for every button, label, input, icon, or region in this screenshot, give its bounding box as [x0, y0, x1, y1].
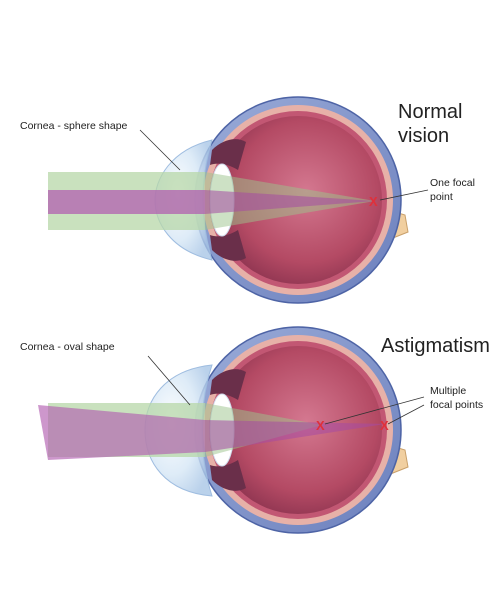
cornea-oval-label: Cornea - oval shape	[20, 341, 115, 353]
astig-light-beams	[38, 403, 385, 460]
beam-purple	[38, 405, 205, 460]
astig-focal-label-line1: Multiple	[430, 385, 466, 397]
cornea-sphere-leader	[139, 129, 181, 171]
normal-focal-leader	[379, 189, 429, 201]
cornea-sphere-label: Cornea - sphere shape	[20, 120, 128, 132]
normal-title-line2: vision	[398, 125, 449, 147]
astig-focal-label-line2: focal points	[430, 399, 483, 411]
beam-purple-converge	[205, 190, 375, 214]
ciliary-body-lower	[210, 460, 246, 491]
normal-title-line1: Normal	[398, 101, 462, 123]
astig-focal-leader-2	[387, 404, 425, 425]
ciliary-body-lower	[210, 230, 246, 261]
ciliary-body	[210, 139, 246, 170]
normal-focal-label-line1: One focal	[430, 177, 475, 189]
beam-purple-converge	[205, 420, 385, 452]
astig-focal-marker-2: X	[380, 418, 389, 433]
normal-light-beams	[48, 172, 375, 230]
astig-focal-leader-1	[324, 396, 425, 425]
ciliary-body	[210, 369, 246, 400]
cornea-oval-leader	[147, 355, 191, 406]
beam-purple	[48, 190, 205, 214]
normal-focal-marker: X	[369, 194, 378, 209]
astig-focal-marker-1: X	[316, 418, 325, 433]
normal-focal-label-line2: point	[430, 191, 453, 203]
normal-eye	[154, 96, 409, 304]
astig-title: Astigmatism	[381, 335, 490, 357]
